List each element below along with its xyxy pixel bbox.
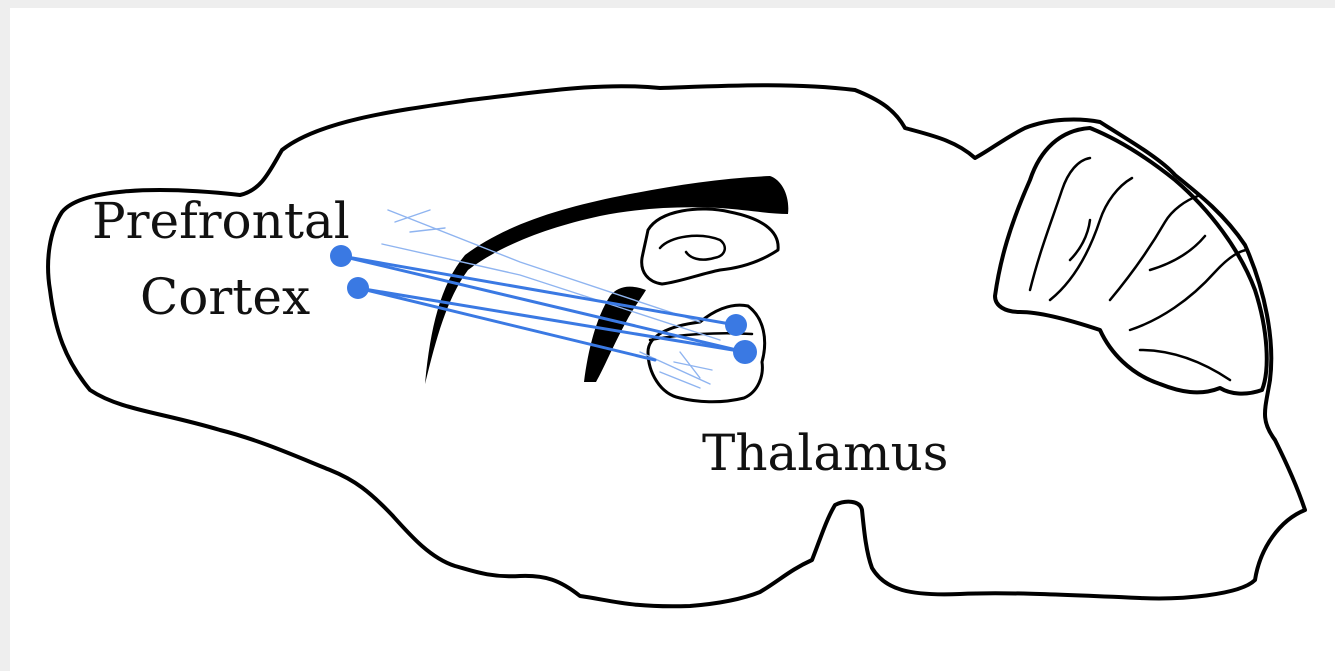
label-cortex: Cortex	[140, 272, 310, 322]
neuron-soma-icon	[733, 340, 757, 364]
neuron-soma-icon	[347, 277, 369, 299]
label-thalamus: Thalamus	[702, 428, 948, 478]
label-prefrontal: Prefrontal	[92, 196, 350, 246]
neuron-soma-icon	[725, 314, 747, 336]
